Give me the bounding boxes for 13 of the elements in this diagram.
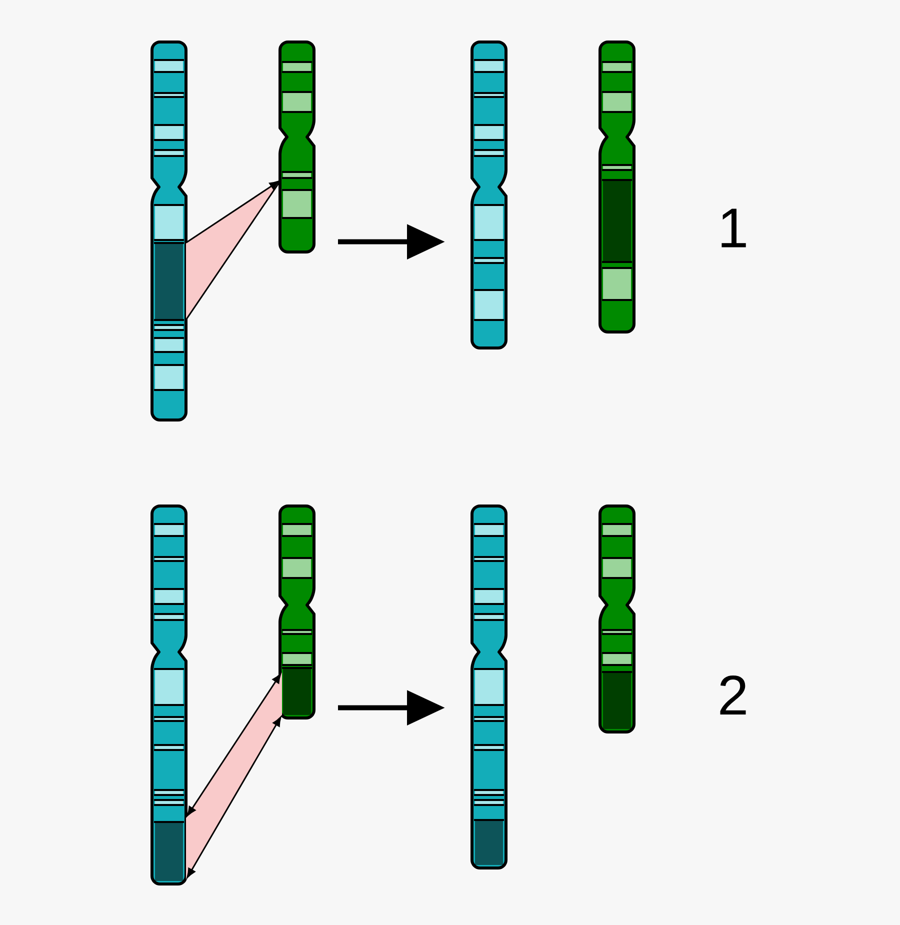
step-number: 1	[722, 208, 746, 248]
chromosome-drawing	[278, 40, 316, 254]
arrow	[186, 716, 282, 878]
chromosome-drawing	[598, 504, 636, 734]
step-number: 2	[720, 675, 746, 715]
chromosome-drawing	[470, 504, 508, 870]
chromosome-drawing	[278, 504, 316, 720]
chromosome-drawing	[598, 40, 636, 334]
chromosome-drawing	[150, 40, 188, 422]
chromosome-drawing	[150, 504, 188, 886]
chromosome-drawing	[470, 40, 508, 350]
arrow	[186, 180, 280, 244]
arrow	[186, 674, 282, 816]
